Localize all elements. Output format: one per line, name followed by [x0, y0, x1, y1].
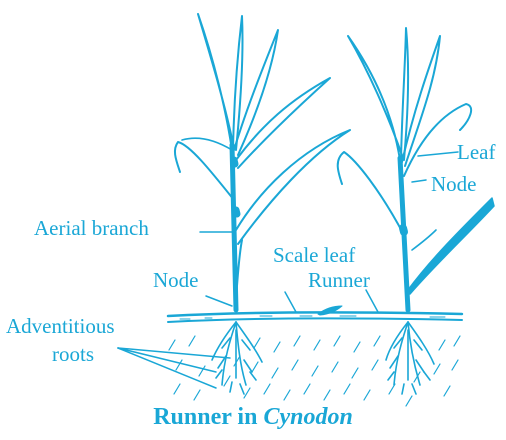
right-adventitious-roots [386, 322, 434, 394]
runner-stem [168, 306, 462, 322]
label-aerial-branch: Aerial branch [34, 216, 149, 240]
left-adventitious-roots [212, 322, 262, 394]
caption-genus: Cynodon [263, 404, 352, 430]
label-node-left: Node [153, 268, 199, 292]
label-scale-leaf: Scale leaf [273, 243, 355, 267]
label-adventitious: Adventitious [6, 314, 115, 338]
figure-caption: Runner in Cynodon [0, 404, 506, 431]
label-roots: roots [52, 342, 94, 366]
label-node-right: Node [431, 172, 477, 196]
caption-prefix: Runner in [153, 404, 257, 430]
label-runner: Runner [308, 268, 370, 292]
label-leaf: Leaf [457, 140, 495, 164]
